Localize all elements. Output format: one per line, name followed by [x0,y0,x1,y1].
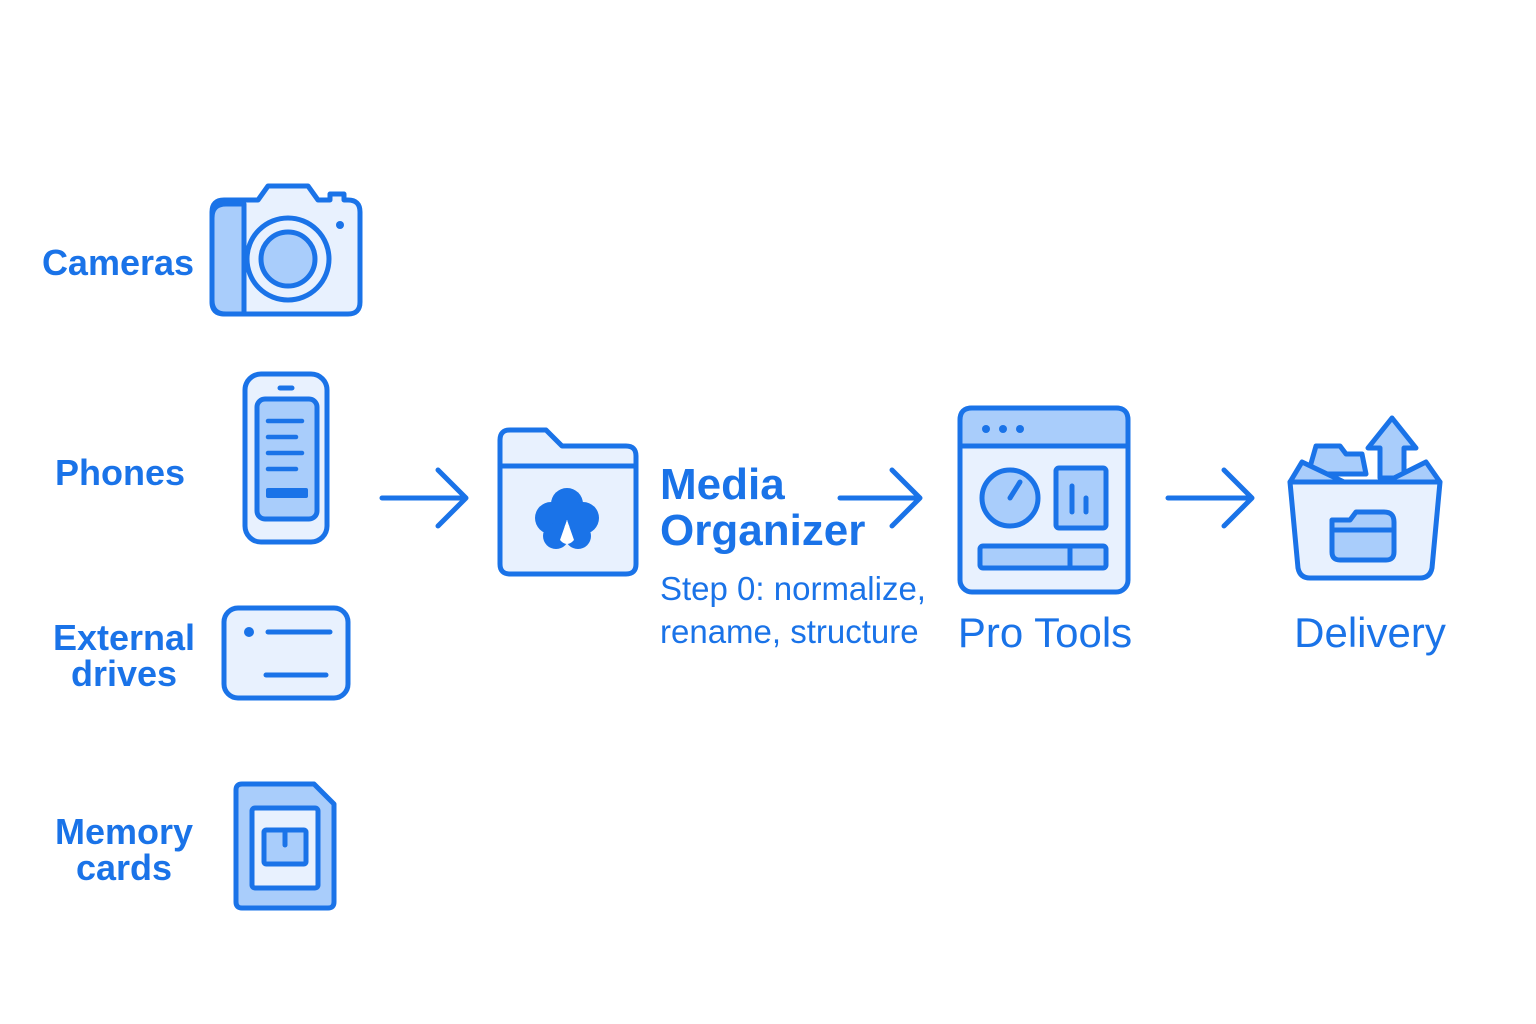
organizer-title: Media Organizer [660,460,866,556]
source-label-cameras: Cameras [41,242,195,283]
arrow-right-icon [837,467,923,529]
delivery-label: Delivery [1294,609,1446,656]
phone-icon [242,371,330,545]
camera-icon [209,183,363,317]
delivery-box-icon [1287,415,1443,581]
arrow-right-icon [379,467,469,529]
source-label-external-drives: External drives [52,617,196,694]
organizer-subtitle: Step 0: normalize, rename, structure [660,570,926,650]
source-label-memory-cards: Memory cards [54,811,194,888]
folder-organizer-icon [497,427,639,577]
pro-tools-label: Pro Tools [957,609,1133,656]
source-label-phones: Phones [54,452,186,493]
pro-tools-window-icon [957,405,1131,595]
arrow-right-icon [1165,467,1255,529]
external-drive-icon [221,605,351,701]
memory-card-icon [233,781,337,911]
